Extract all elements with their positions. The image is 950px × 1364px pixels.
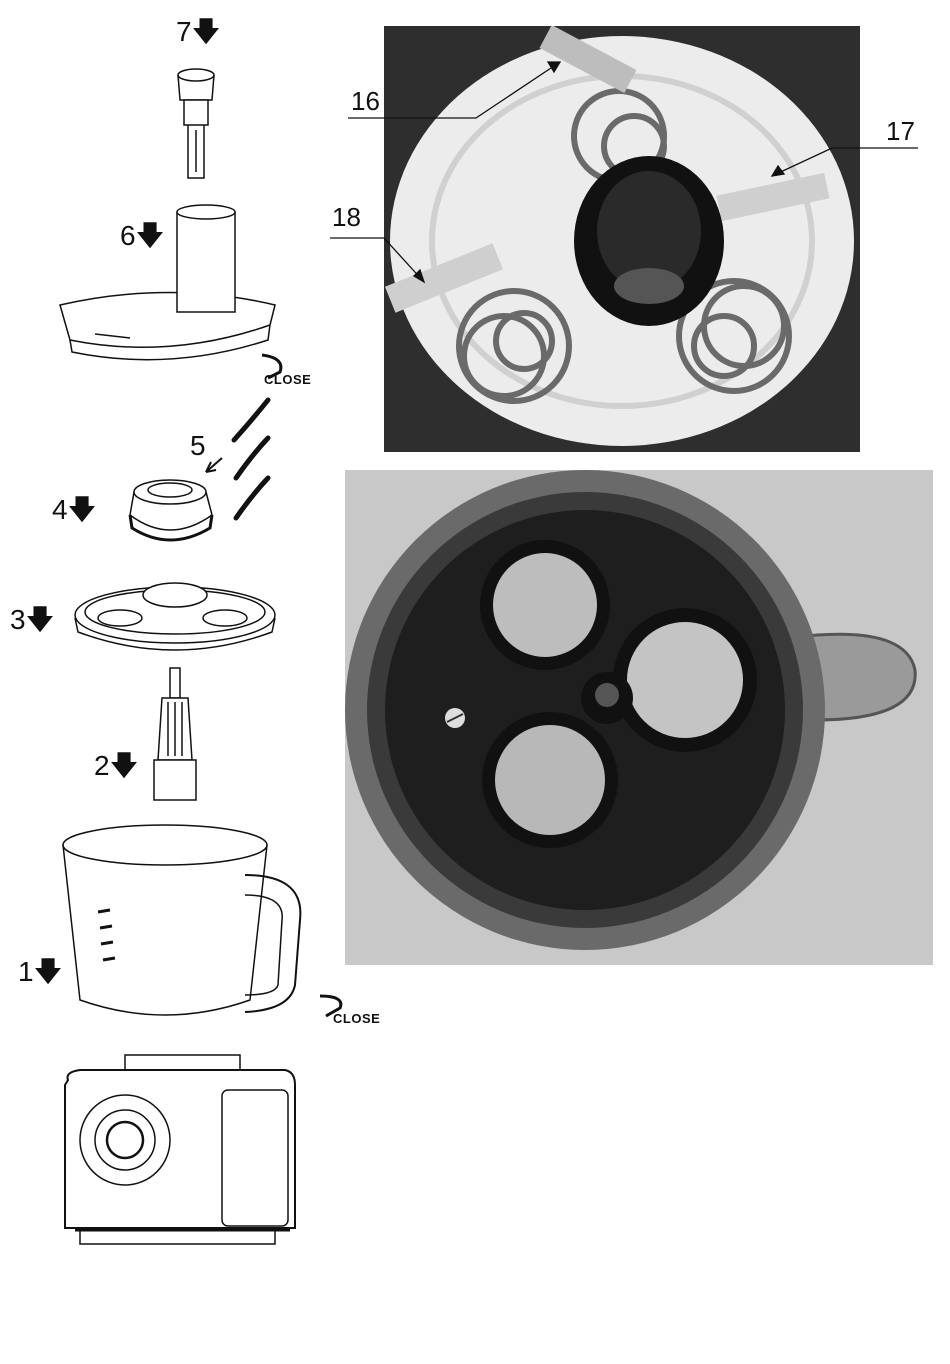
step-number: 4 xyxy=(52,494,68,525)
lid-with-feed-tube-part xyxy=(60,205,275,360)
close-label: CLOSE xyxy=(333,1011,380,1026)
down-arrow-icon: 🡇 xyxy=(68,494,97,525)
step-7-label: 7🡇 xyxy=(176,18,220,46)
bowl-top-view-photo xyxy=(345,470,933,965)
step-number: 7 xyxy=(176,16,192,47)
step-4-label: 4🡇 xyxy=(52,496,96,524)
step-5-label: 5 xyxy=(190,432,206,460)
blade-holder-ring-part xyxy=(130,480,212,540)
spiral-blades-part xyxy=(234,400,268,518)
callout-18: 18 xyxy=(332,204,361,230)
step-2-label: 2🡇 xyxy=(94,752,138,780)
step-number: 1 xyxy=(18,956,34,987)
callout-16: 16 xyxy=(351,88,380,114)
down-arrow-icon: 🡇 xyxy=(136,220,165,251)
food-pusher-part xyxy=(178,69,214,178)
step-number: 3 xyxy=(10,604,26,635)
disc-holder-part xyxy=(75,583,275,650)
spiral-blades-photo xyxy=(384,26,860,452)
down-arrow-icon: 🡇 xyxy=(34,956,63,987)
step-number: 5 xyxy=(190,430,206,461)
step-1-label: 1🡇 xyxy=(18,958,62,986)
step-3-label: 3🡇 xyxy=(10,606,54,634)
down-arrow-icon: 🡇 xyxy=(192,16,221,47)
down-arrow-icon: 🡇 xyxy=(26,604,55,635)
step-6-label: 6🡇 xyxy=(120,222,164,250)
close-label: CLOSE xyxy=(264,372,311,387)
drive-shaft-part xyxy=(154,668,196,800)
step-number: 2 xyxy=(94,750,110,781)
callout-17: 17 xyxy=(886,118,915,144)
bowl-part xyxy=(63,825,300,1015)
motor-base-part xyxy=(65,1055,295,1244)
step-number: 6 xyxy=(120,220,136,251)
down-arrow-icon: 🡇 xyxy=(110,750,139,781)
